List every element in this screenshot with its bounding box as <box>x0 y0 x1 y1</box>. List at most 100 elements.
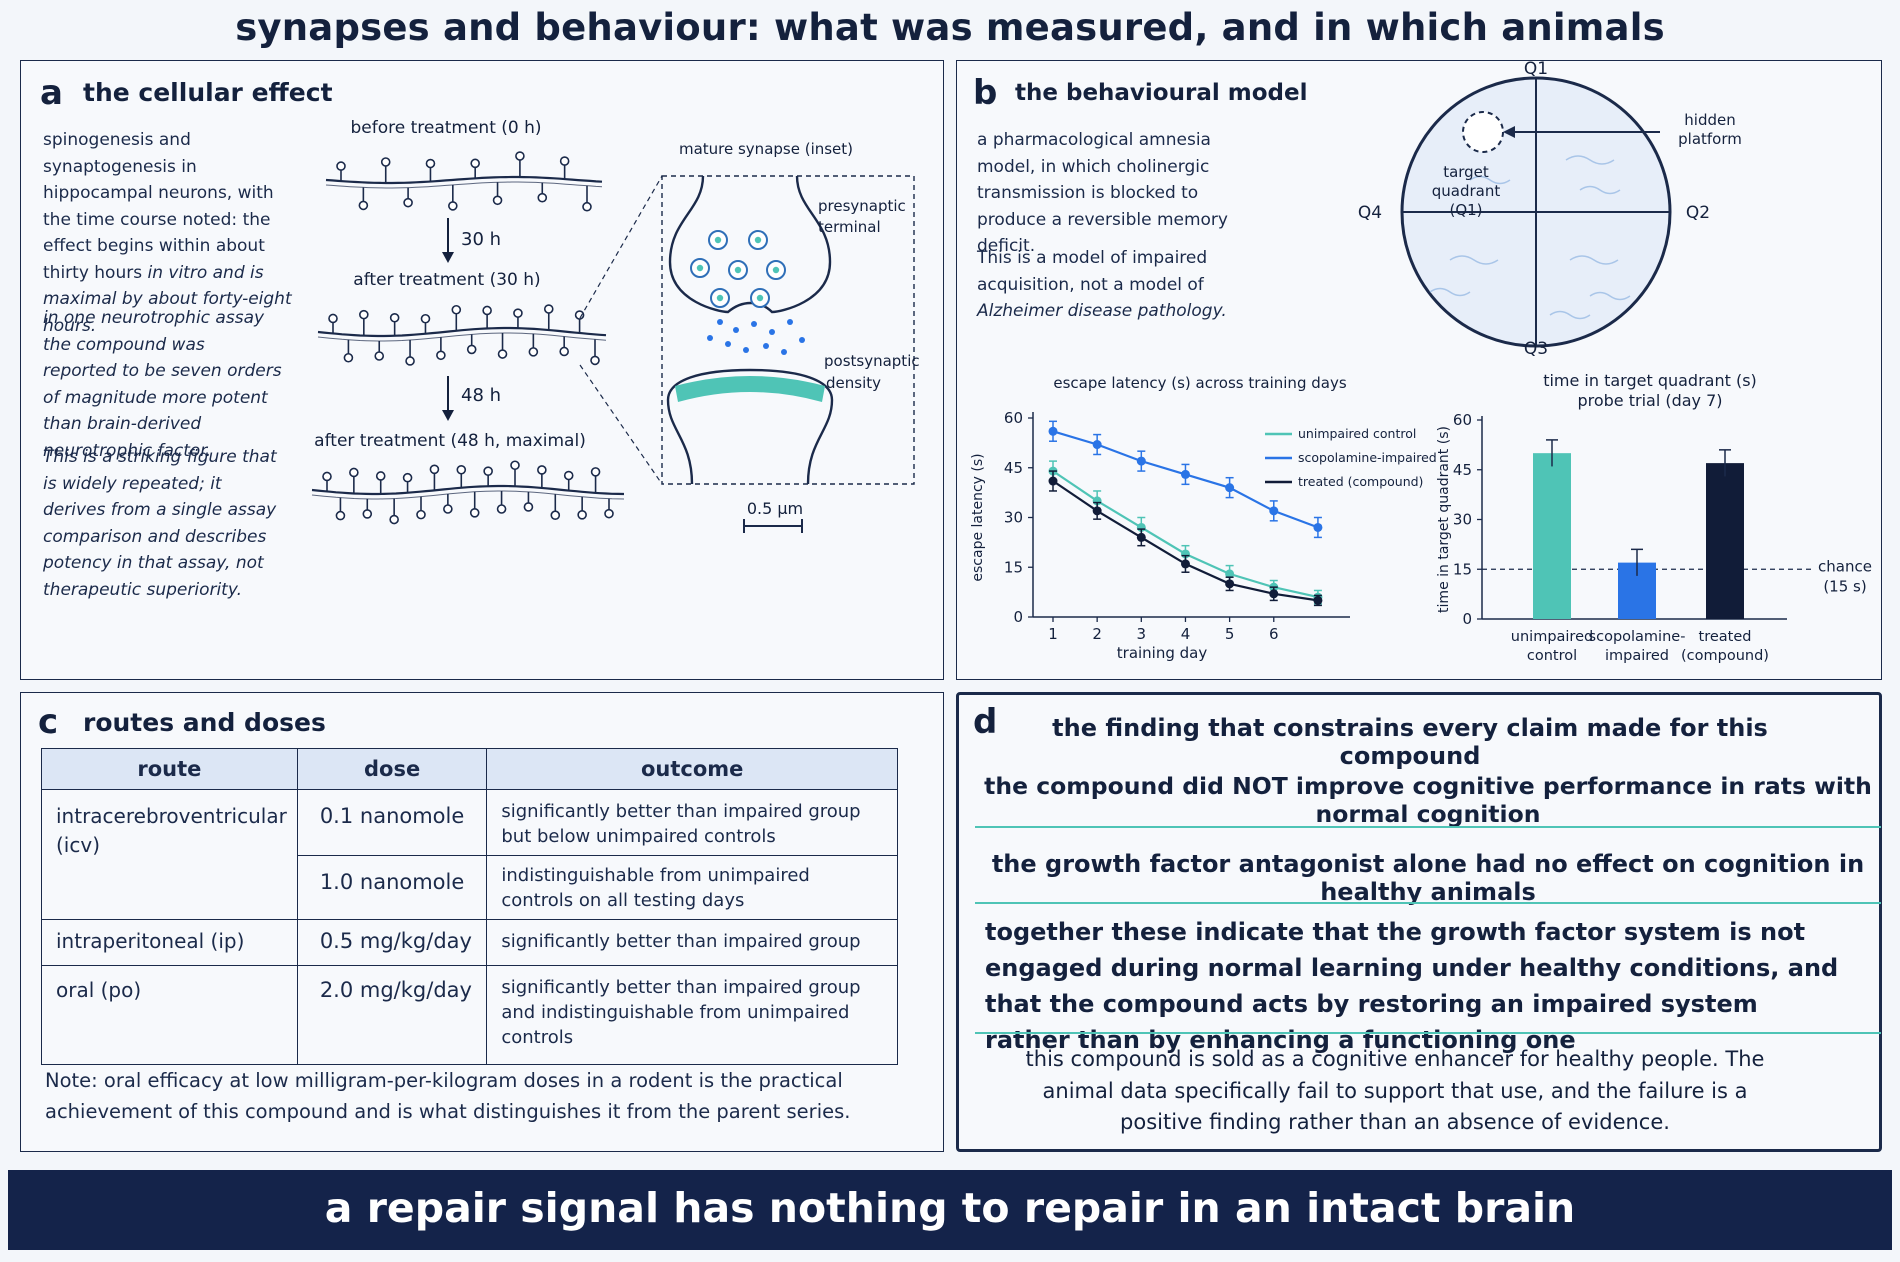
legend-label: unimpaired control <box>1298 426 1416 441</box>
line-chart-title: escape latency (s) across training days <box>1053 374 1346 392</box>
bar-chart-y-label: time in target quadrant (s) <box>1436 426 1452 613</box>
neurotransmitter-dot <box>751 321 757 327</box>
x-tick-label: 3 <box>1137 625 1147 643</box>
line-chart-x-label: training day <box>1117 644 1208 662</box>
header-outcome: outcome <box>486 748 898 790</box>
neurotransmitter-dot <box>743 347 749 353</box>
spine-head <box>335 510 346 521</box>
spine-head <box>590 355 600 366</box>
neurotransmitter-dot <box>717 319 723 325</box>
postsynaptic-spine <box>666 368 834 485</box>
neurotransmitter-dot <box>769 329 775 335</box>
dendrite-before <box>325 151 603 212</box>
bar <box>1706 463 1744 619</box>
data-point <box>1092 440 1102 450</box>
vesicle-core <box>772 266 780 274</box>
outcome-po-line-3: controls <box>501 1027 574 1048</box>
hidden-platform <box>1462 111 1504 153</box>
outcome-ip: significantly better than impaired group <box>486 919 898 966</box>
y-tick-label: 45 <box>1453 461 1472 479</box>
spine-head <box>416 509 426 520</box>
spine-head <box>469 508 480 518</box>
panel-d-title: the finding that constrains every claim … <box>1052 714 1768 770</box>
vesicle-core <box>714 236 722 244</box>
synaptic-vesicles <box>690 230 786 308</box>
dendrite-diagram: before treatment (0 h) 30 h after treatm… <box>311 118 920 533</box>
data-point <box>1225 483 1235 493</box>
panel-c-title: routes and doses <box>83 708 326 737</box>
spine-head <box>510 460 520 471</box>
spine-head <box>590 467 601 477</box>
spine-head <box>343 352 354 363</box>
chance-label: (15 s) <box>1823 577 1866 595</box>
table-row: 1.0 nanomole indistinguishable from unim… <box>42 855 898 920</box>
spine-head <box>436 350 446 361</box>
vesicle-core <box>754 236 762 244</box>
arrow-30h-head <box>442 252 454 263</box>
panel-b-text-2: This is a model of impaired acquisition,… <box>977 245 1257 325</box>
finding-together: together these indicate that the growth … <box>985 918 1839 1054</box>
neurotransmitter-dot <box>707 335 713 341</box>
neurotransmitter-dot <box>787 319 793 325</box>
line-chart-y-label: escape latency (s) <box>970 453 986 581</box>
y-tick-label: 15 <box>1453 560 1472 578</box>
y-tick-label: 0 <box>1462 610 1472 628</box>
spine-head <box>563 470 574 481</box>
spine-head <box>577 510 587 520</box>
finding-antagonist: the growth factor antagonist alone had n… <box>991 850 1865 906</box>
spine-head <box>492 195 503 206</box>
panel-a-title: the cellular effect <box>83 78 333 107</box>
arrow-48h-label: 48 h <box>461 385 501 406</box>
route-icv: intracerebroventricular (icv) <box>41 789 298 920</box>
table-row: oral (po) 2.0 mg/kg/day significantly be… <box>41 965 898 1065</box>
data-point <box>1048 476 1058 486</box>
escape-latency-chart: escape latency (s) across training days0… <box>970 374 1437 662</box>
category-label: treated <box>1699 629 1752 645</box>
route-ip: intraperitoneal (ip) <box>41 919 298 966</box>
divider-1 <box>975 826 1881 828</box>
spine-head <box>362 509 373 519</box>
presynaptic-label-2: terminal <box>818 218 881 236</box>
y-tick-label: 30 <box>1004 509 1023 527</box>
postsynaptic-density-band <box>675 376 825 402</box>
hidden-platform-label-2: platform <box>1678 130 1742 148</box>
closing-statement: this compound is sold as a cognitive enh… <box>1025 1047 1765 1134</box>
spine-head <box>470 158 480 169</box>
divider-3 <box>975 1032 1881 1034</box>
panel-a-label: a <box>40 73 63 113</box>
spine-head <box>380 157 391 167</box>
target-quadrant-label-1: target <box>1443 163 1489 181</box>
data-point <box>1225 579 1235 589</box>
header-dose: dose <box>296 748 488 790</box>
spine-head <box>513 308 523 318</box>
x-tick-label: 4 <box>1181 625 1191 643</box>
dendrite-shaft-lower <box>311 490 625 500</box>
maze-q1-label: Q1 <box>1524 59 1548 79</box>
dendrite-shaft-lower <box>325 181 603 189</box>
data-point <box>1313 595 1323 605</box>
spine-head <box>523 502 534 512</box>
neurotransmitter-dot <box>733 327 739 333</box>
water-waves <box>1429 155 1631 320</box>
spine-head <box>574 310 585 320</box>
spine-head <box>322 471 332 482</box>
spine-head <box>537 192 548 203</box>
postsynaptic-label-1: postsynaptic <box>824 352 920 370</box>
table-row: intracerebroventricular (icv) 0.1 nanomo… <box>41 789 898 920</box>
spine-head <box>456 464 467 475</box>
category-label: unimpaired <box>1511 629 1593 645</box>
y-tick-label: 15 <box>1004 558 1023 576</box>
panel-b-title: the behavioural model <box>1015 80 1308 106</box>
x-tick-label: 6 <box>1269 625 1279 643</box>
spine-head <box>559 346 569 357</box>
x-tick-label: 5 <box>1225 625 1235 643</box>
spine-head <box>349 467 359 478</box>
data-point <box>1269 506 1279 516</box>
data-point <box>1269 589 1279 599</box>
y-tick-label: 30 <box>1453 511 1472 529</box>
page-title: synapses and behaviour: what was measure… <box>235 6 1665 49</box>
spine-head <box>403 197 413 208</box>
spine-head <box>389 312 400 323</box>
spine-head <box>389 514 399 525</box>
y-tick-label: 60 <box>1004 409 1023 427</box>
